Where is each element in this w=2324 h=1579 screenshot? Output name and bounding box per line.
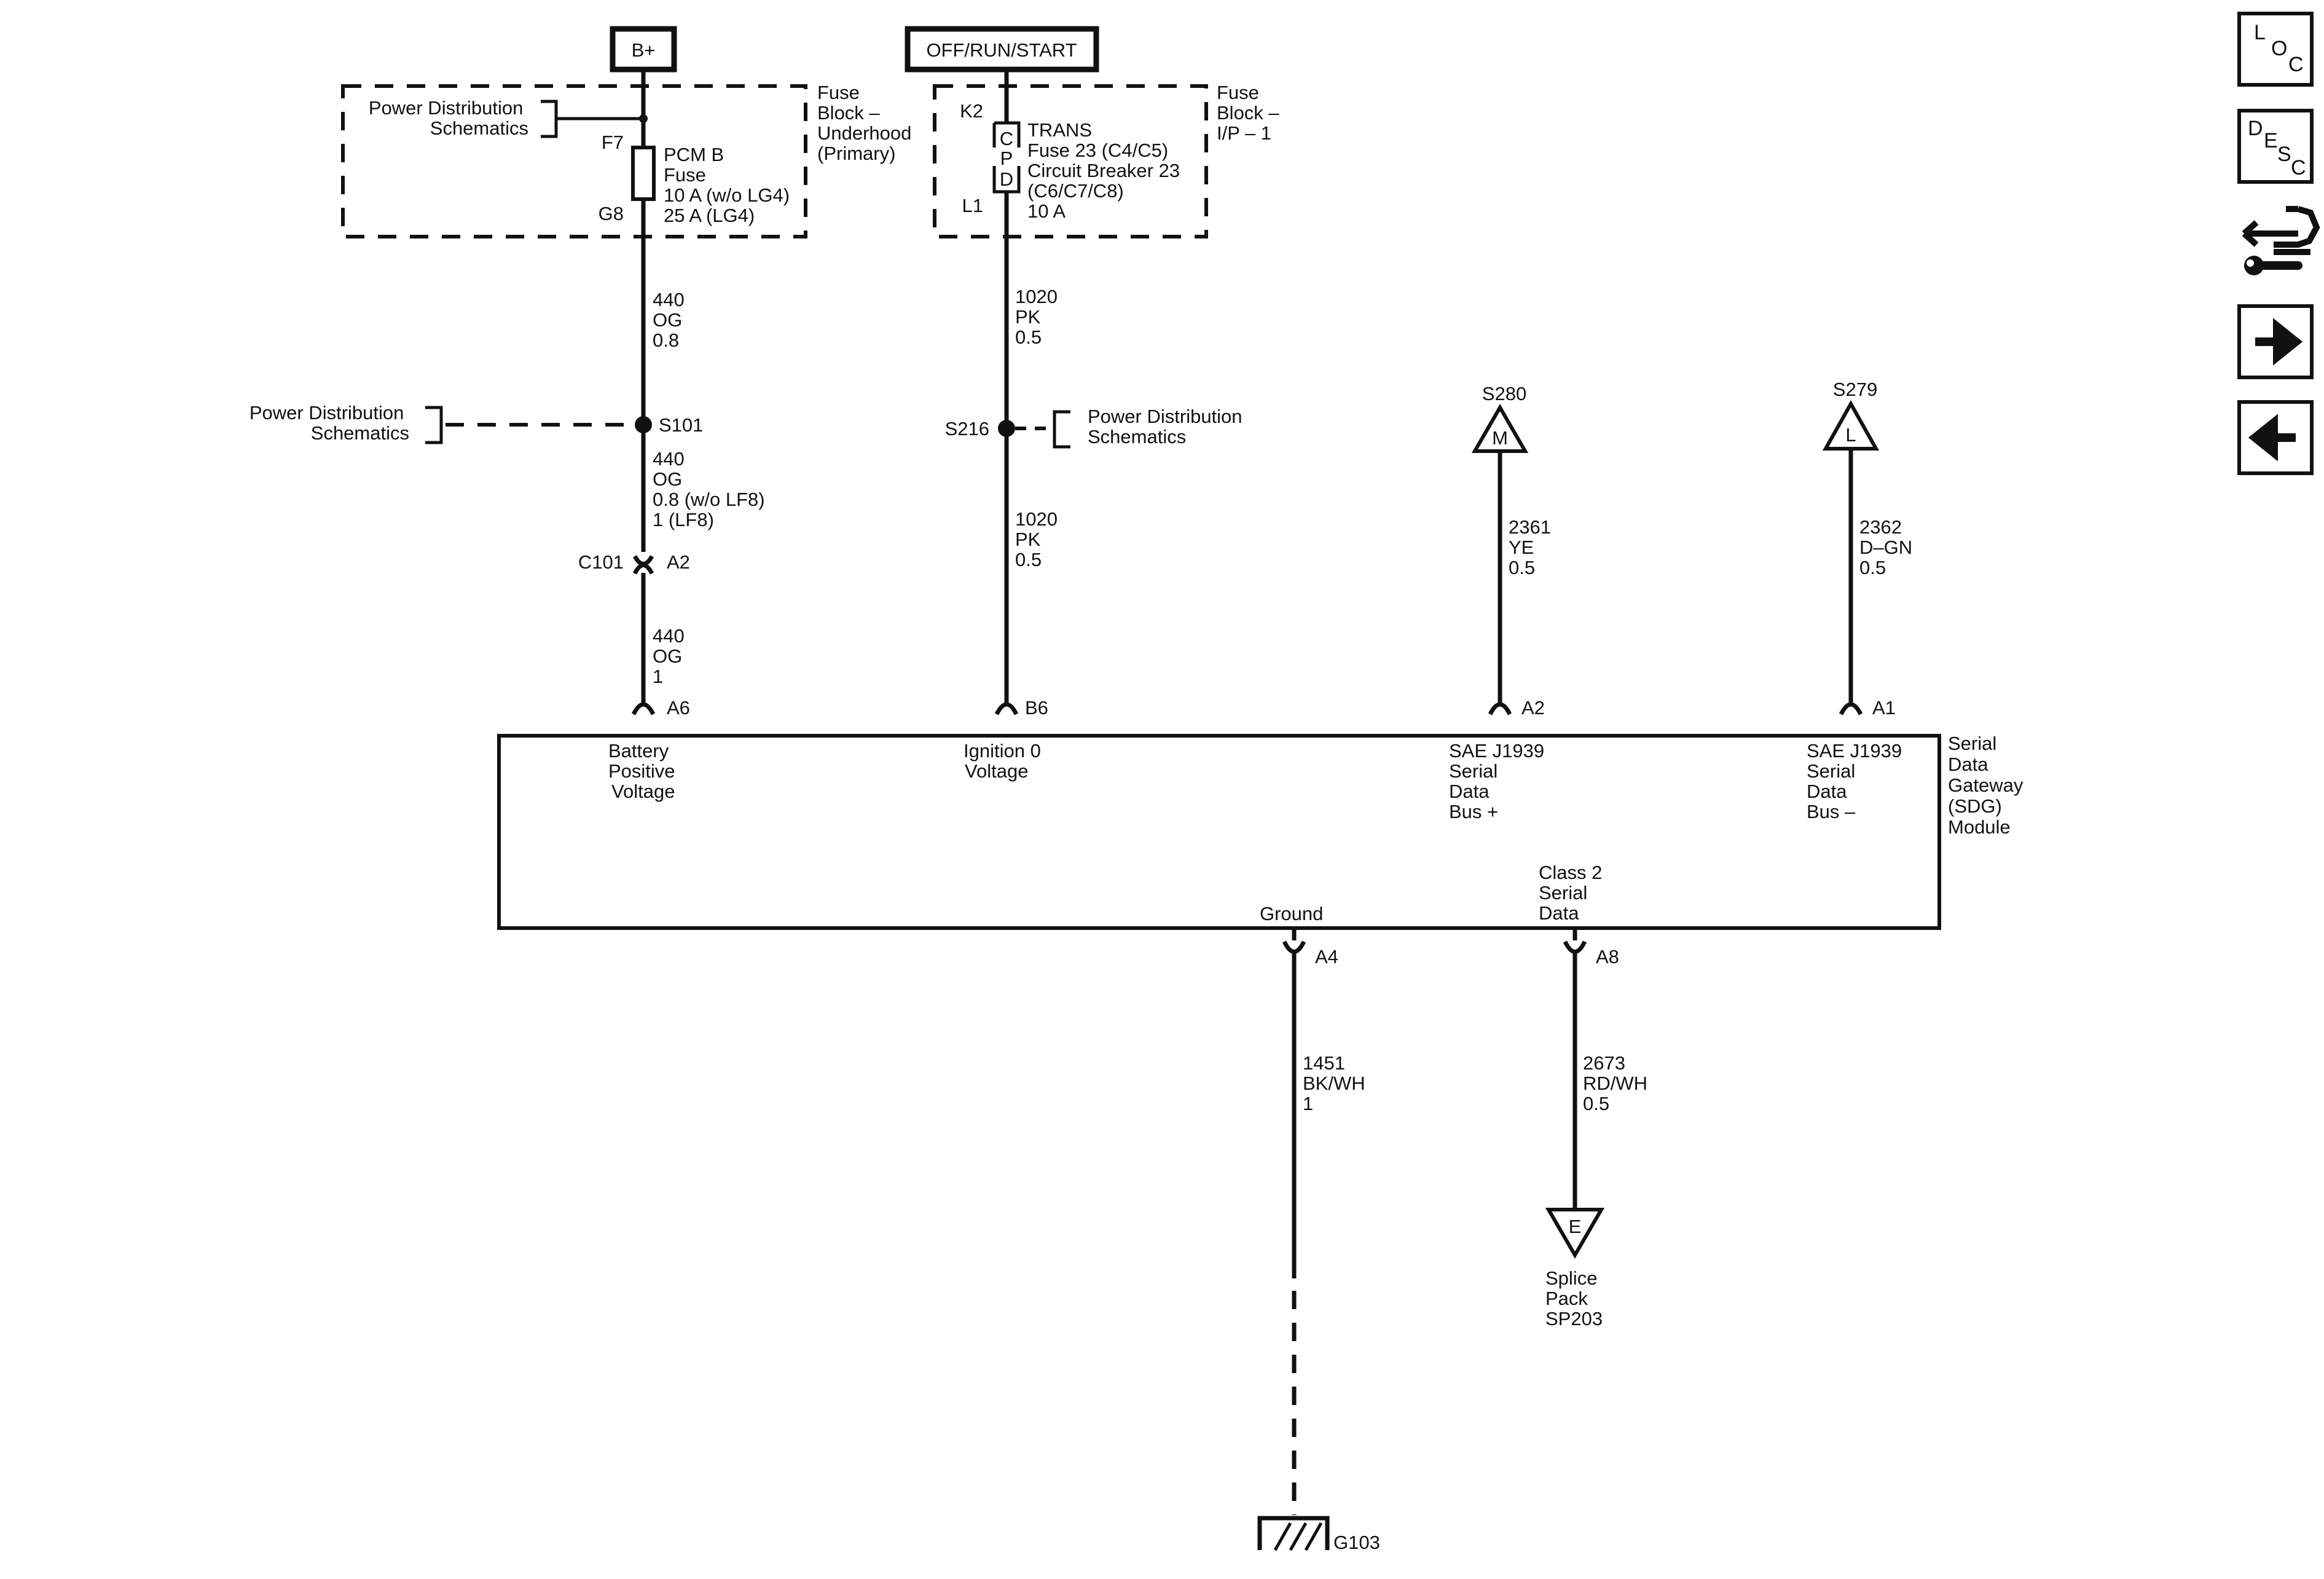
- svg-text:C: C: [2291, 156, 2306, 179]
- splice-s279-letter: L: [1845, 424, 1856, 446]
- svg-text:A1: A1: [1872, 697, 1896, 719]
- cpd-letter-c: C: [1000, 128, 1013, 149]
- wire-label-2362: 2362 D–GN 0.5: [1859, 516, 1918, 578]
- ip-top-cavity: K2: [960, 100, 983, 122]
- connector-pin-a8: A8: [1563, 928, 1619, 967]
- sdg-module: Serial Data Gateway (SDG) Module Battery…: [497, 733, 2028, 930]
- connector-pin-a4: A4: [1282, 928, 1338, 967]
- inline-connector-c101: C101 A2: [578, 551, 690, 575]
- wire-label-1451: 1451 BK/WH 1: [1303, 1052, 1370, 1114]
- pin-a8-function: Class 2 Serial Data: [1539, 862, 1608, 924]
- pin-a1-function: SAE J1939 Serial Data Bus –: [1807, 740, 1907, 822]
- svg-text:O: O: [2271, 37, 2287, 60]
- cpd-letter-d: D: [1000, 168, 1013, 190]
- cpd-letter-p: P: [1000, 148, 1013, 169]
- splice-s216-ref: Power Distribution Schematics: [1088, 406, 1247, 447]
- splice-s216: S216 Power Distribution Schematics: [945, 406, 1247, 449]
- pin-b6-function: Ignition 0 Voltage: [964, 740, 1046, 782]
- ground-g103: G103: [1257, 1516, 1380, 1553]
- wire-label-440-top: 440 OG 0.8: [653, 289, 689, 351]
- ground-label: G103: [1333, 1532, 1380, 1553]
- svg-text:D: D: [2248, 117, 2263, 140]
- battery-label: B+: [632, 39, 656, 61]
- fuse-block-underhood-name: Fuse Block – Underhood (Primary): [817, 82, 917, 164]
- pin-a6-function: Battery Positive Voltage: [608, 740, 680, 802]
- arrow-right-icon: [2255, 318, 2303, 366]
- connector-pin-a6: A6: [631, 697, 690, 719]
- svg-text:B6: B6: [1025, 697, 1048, 719]
- pin-a2-function: SAE J1939 Serial Data Bus +: [1449, 740, 1550, 822]
- ip-device-description: TRANS Fuse 23 (C4/C5) Circuit Breaker 23…: [1027, 119, 1185, 222]
- fuse-id: F7: [602, 132, 624, 153]
- svg-text:S: S: [2277, 143, 2291, 166]
- splice-s279-label: S279: [1833, 379, 1877, 400]
- svg-text:E: E: [2264, 129, 2278, 152]
- connector-wrench-icon[interactable]: [2242, 206, 2320, 275]
- fuse-symbol: [631, 146, 656, 201]
- arrow-left-icon: [2248, 414, 2296, 462]
- splice-pack-label: Splice Pack SP203: [1545, 1267, 1603, 1329]
- ignition-power-source: OFF/RUN/START: [905, 26, 1099, 73]
- wire-label-440-mid: 440 OG 0.8 (w/o LF8) 1 (LF8): [653, 448, 770, 530]
- fuse-block-underhood-ref: Power Distribution Schematics: [369, 97, 528, 139]
- wire-label-2361: 2361 YE 0.5: [1509, 516, 1557, 578]
- connector-pin-a1: A1: [1839, 697, 1896, 719]
- splice-s279: S279 L: [1822, 379, 1880, 451]
- splice-s280-label: S280: [1482, 383, 1526, 404]
- fuse-cavity: G8: [599, 203, 624, 224]
- sdg-module-name: Serial Data Gateway (SDG) Module: [1948, 733, 2028, 838]
- pin-a4-function: Ground: [1260, 903, 1323, 924]
- previous-arrow-button[interactable]: [2237, 400, 2314, 475]
- fuse-block-ip-name: Fuse Block – I/P – 1: [1217, 82, 1284, 144]
- fuse-block-underhood: Fuse Block – Underhood (Primary) Power D…: [341, 82, 917, 238]
- svg-text:L: L: [2254, 21, 2266, 44]
- desc-button[interactable]: D E S C: [2237, 109, 2314, 184]
- ignition-label: OFF/RUN/START: [926, 39, 1077, 61]
- loc-button[interactable]: L O C: [2237, 12, 2314, 87]
- svg-text:A8: A8: [1596, 946, 1619, 967]
- splice-s101: S101 Power Distribution Schematics: [249, 402, 703, 444]
- splice-s280: S280 M: [1471, 383, 1529, 453]
- svg-text:C: C: [2288, 53, 2304, 76]
- svg-text:A4: A4: [1315, 946, 1338, 967]
- svg-text:A2: A2: [1521, 697, 1545, 719]
- c101-pin: A2: [667, 551, 690, 573]
- wire-label-1020-top: 1020 PK 0.5: [1015, 286, 1063, 348]
- battery-power-source: B+: [610, 26, 677, 73]
- next-arrow-button[interactable]: [2237, 304, 2314, 379]
- fuse-block-ip: Fuse Block – I/P – 1 K2 L1 C P D TRANS F…: [933, 82, 1284, 238]
- connector-pin-b6: B6: [994, 697, 1048, 719]
- splice-s280-letter: M: [1492, 427, 1508, 449]
- splice-pack-sp203: E Splice Pack SP203: [1545, 1208, 1605, 1329]
- splice-s101-ref: Power Distribution Schematics: [249, 402, 409, 444]
- splice-s216-label: S216: [945, 418, 989, 439]
- connector-pin-a2: A2: [1488, 697, 1545, 719]
- fuse-description: PCM B Fuse 10 A (w/o LG4) 25 A (LG4): [664, 144, 795, 226]
- svg-text:A6: A6: [667, 697, 690, 719]
- c101-label: C101: [578, 551, 624, 573]
- splice-s101-label: S101: [659, 414, 703, 436]
- wire-label-1020-bot: 1020 PK 0.5: [1015, 508, 1063, 570]
- wire-label-2673: 2673 RD/WH 0.5: [1583, 1052, 1653, 1114]
- wire-label-440-bot: 440 OG 1: [653, 625, 689, 687]
- ip-bottom-cavity: L1: [962, 195, 983, 216]
- splice-pack-letter: E: [1569, 1216, 1582, 1237]
